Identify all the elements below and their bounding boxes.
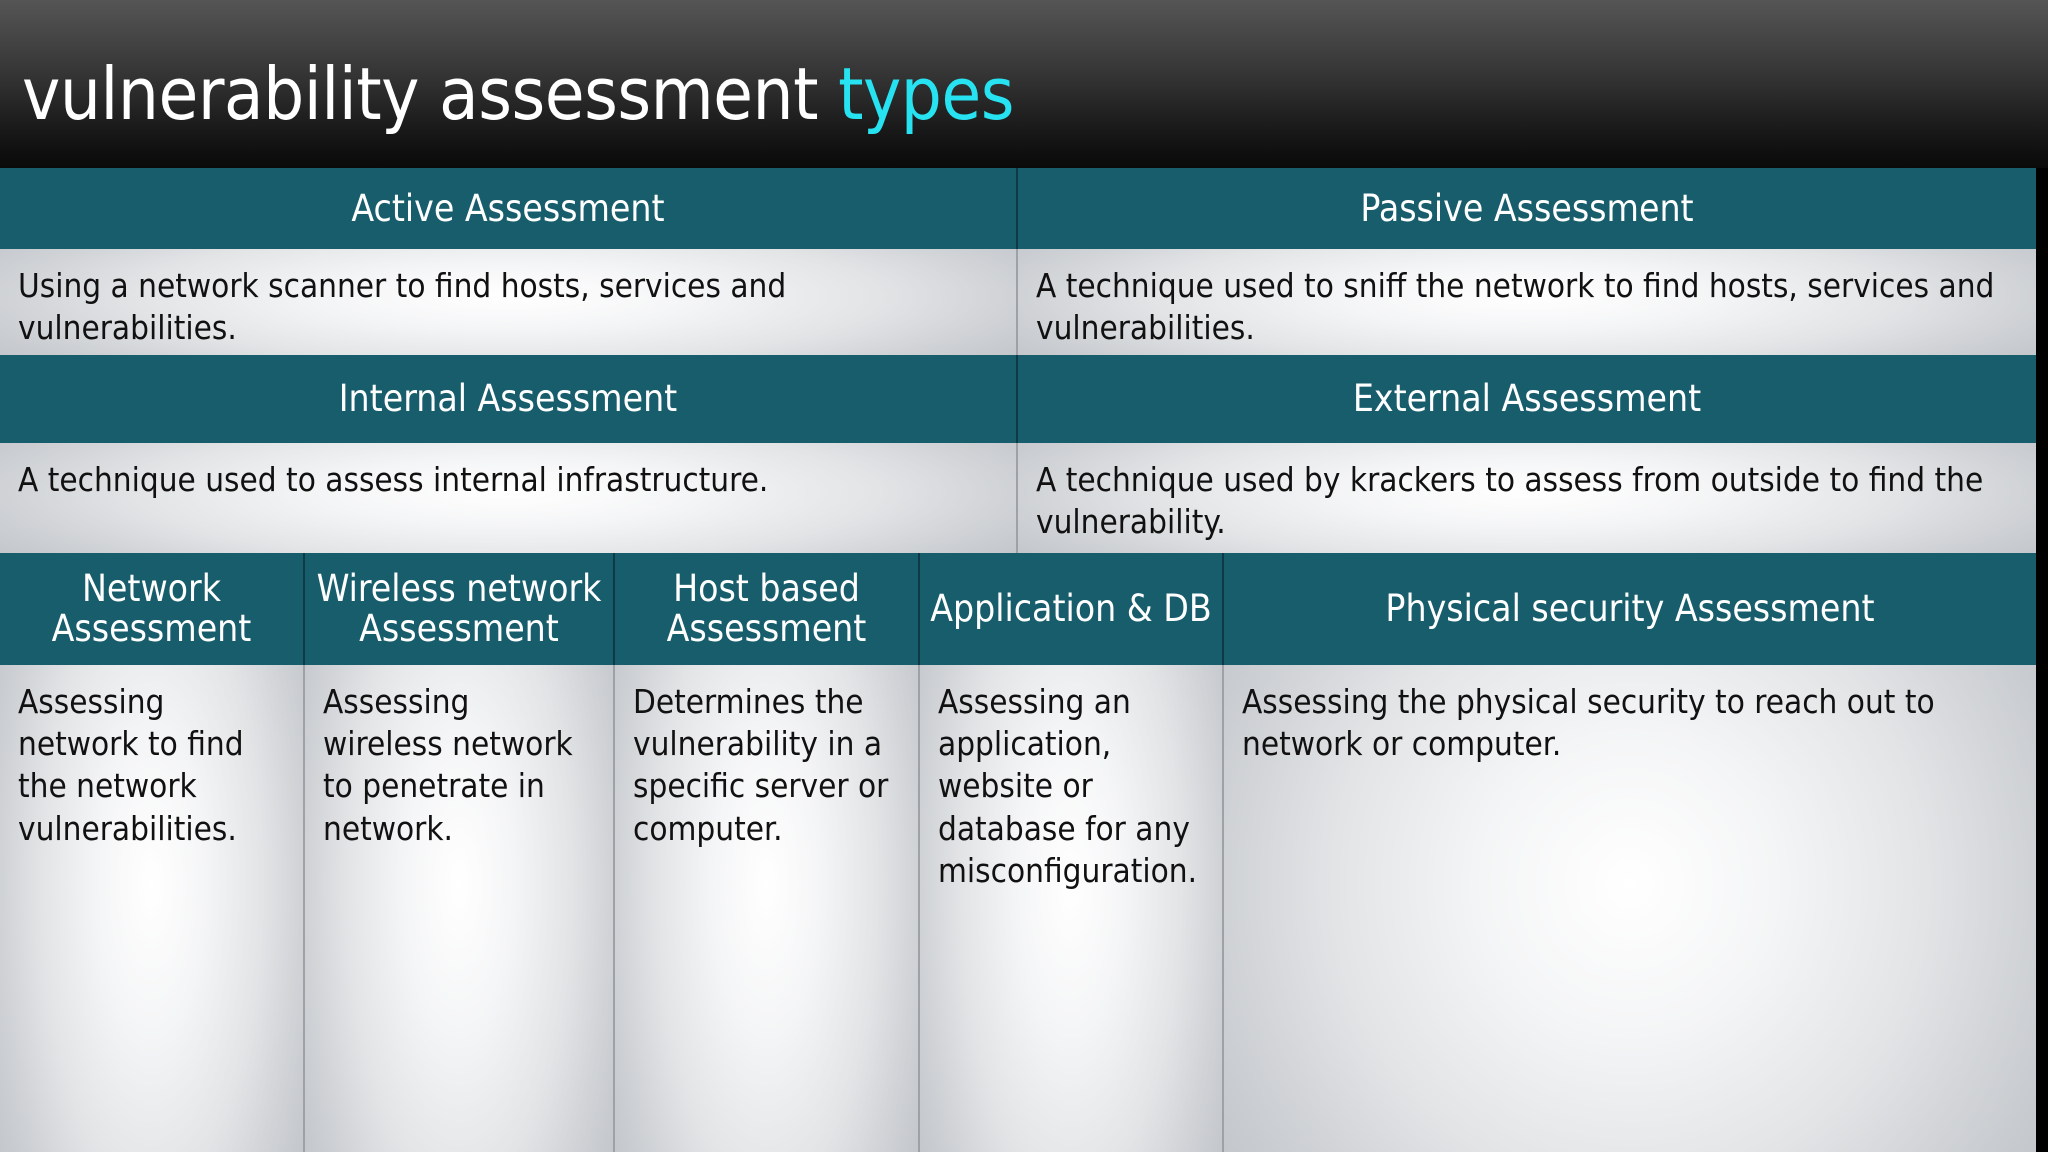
header-passive-assessment[interactable]: Passive Assessment: [1018, 168, 2036, 249]
table-row-descriptions-2: A technique used to assess internal infr…: [0, 443, 2036, 553]
page-title-main: vulnerability assessment: [22, 52, 819, 136]
header-wireless-network-assessment[interactable]: Wireless network Assessment: [305, 553, 615, 665]
description-internal-assessment: A technique used to assess internal infr…: [0, 443, 1018, 553]
header-host-based-assessment[interactable]: Host based Assessment: [615, 553, 920, 665]
description-application-db-assessment: Assessing an application, website or dat…: [920, 665, 1224, 1152]
table-row-descriptions-1: Using a network scanner to find hosts, s…: [0, 249, 2036, 355]
description-external-assessment: A technique used by krackers to assess f…: [1018, 443, 2036, 553]
title-band: vulnerability assessment types: [0, 0, 2048, 168]
table-row-headers-1: Active Assessment Passive Assessment: [0, 168, 2036, 249]
description-network-assessment: Assessing network to find the network vu…: [0, 665, 305, 1152]
header-physical-security-assessment[interactable]: Physical security Assessment: [1224, 553, 2036, 665]
page-title-accent: types: [838, 52, 1015, 136]
page-title: vulnerability assessment types: [22, 58, 1015, 130]
description-passive-assessment: A technique used to sniff the network to…: [1018, 249, 2036, 355]
header-application-db-assessment[interactable]: Application & DB: [920, 553, 1224, 665]
table-row-descriptions-3: Assessing network to find the network vu…: [0, 665, 2036, 1152]
table-row-headers-2: Internal Assessment External Assessment: [0, 355, 2036, 443]
description-host-based-assessment: Determines the vulnerability in a specif…: [615, 665, 920, 1152]
table-row-headers-3: Network Assessment Wireless network Asse…: [0, 553, 2036, 665]
description-active-assessment: Using a network scanner to find hosts, s…: [0, 249, 1018, 355]
description-wireless-network-assessment: Assessing wireless network to penetrate …: [305, 665, 615, 1152]
header-active-assessment[interactable]: Active Assessment: [0, 168, 1018, 249]
header-external-assessment[interactable]: External Assessment: [1018, 355, 2036, 443]
header-network-assessment[interactable]: Network Assessment: [0, 553, 305, 665]
header-internal-assessment[interactable]: Internal Assessment: [0, 355, 1018, 443]
description-physical-security-assessment: Assessing the physical security to reach…: [1224, 665, 2036, 1152]
assessment-table: Active Assessment Passive Assessment Usi…: [0, 168, 2036, 1152]
